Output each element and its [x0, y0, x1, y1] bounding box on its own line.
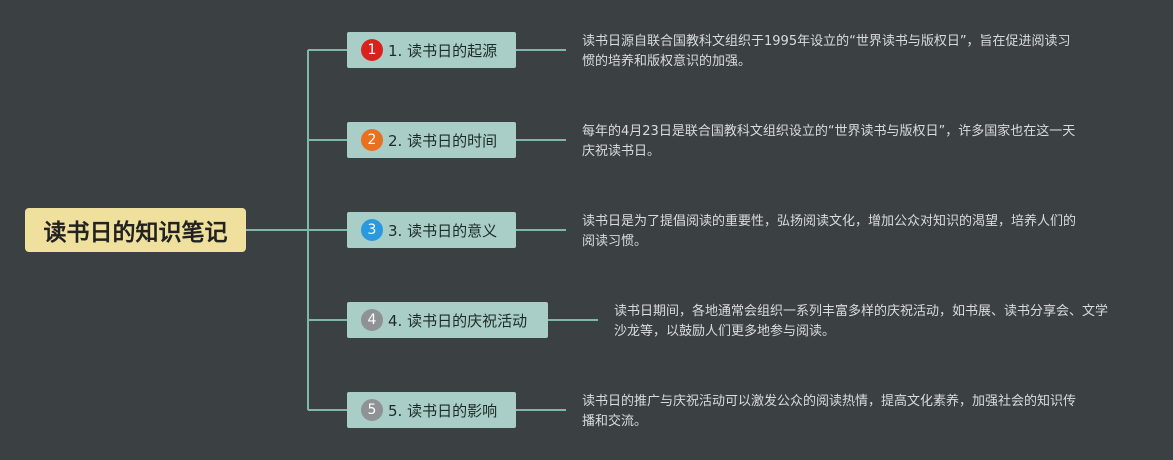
topic-label: 1. 读书日的起源 [388, 41, 498, 60]
topic-description: 读书日期间，各地通常会组织一系列丰富多样的庆祝活动，如书展、读书分享会、文学沙龙… [614, 304, 1109, 339]
topic-time[interactable]: 2 2. 读书日的时间 [347, 122, 516, 158]
topic-description: 读书日的推广与庆祝活动可以激发公众的阅读热情，提高文化素养，加强社会的知识传播和… [582, 394, 1077, 429]
number-5-icon: 5 [361, 399, 383, 421]
number-4-icon: 4 [361, 309, 383, 331]
topic-activities[interactable]: 4 4. 读书日的庆祝活动 [347, 302, 548, 338]
topic-description: 每年的4月23日是联合国教科文组织设立的“世界读书与版权日”，许多国家也在这一天… [582, 124, 1076, 159]
topic-label: 4. 读书日的庆祝活动 [388, 311, 528, 330]
topic-meaning[interactable]: 3 3. 读书日的意义 [347, 212, 516, 248]
number-2-icon: 2 [361, 129, 383, 151]
number-3-icon: 3 [361, 219, 383, 241]
number-1-icon: 1 [361, 39, 383, 61]
topic-label: 3. 读书日的意义 [388, 221, 498, 240]
topic-label: 5. 读书日的影响 [388, 401, 498, 420]
topic-description: 读书日是为了提倡阅读的重要性，弘扬阅读文化，增加公众对知识的渴望，培养人们的阅读… [582, 214, 1077, 249]
central-topic-label: 读书日的知识笔记 [43, 220, 228, 246]
topic-impact[interactable]: 5 5. 读书日的影响 [347, 392, 516, 428]
central-topic[interactable]: 读书日的知识笔记 [25, 208, 246, 252]
topic-origin[interactable]: 1 1. 读书日的起源 [347, 32, 516, 68]
topic-description: 读书日源自联合国教科文组织于1995年设立的“世界读书与版权日”，旨在促进阅读习… [582, 34, 1071, 69]
topic-label: 2. 读书日的时间 [388, 131, 498, 150]
